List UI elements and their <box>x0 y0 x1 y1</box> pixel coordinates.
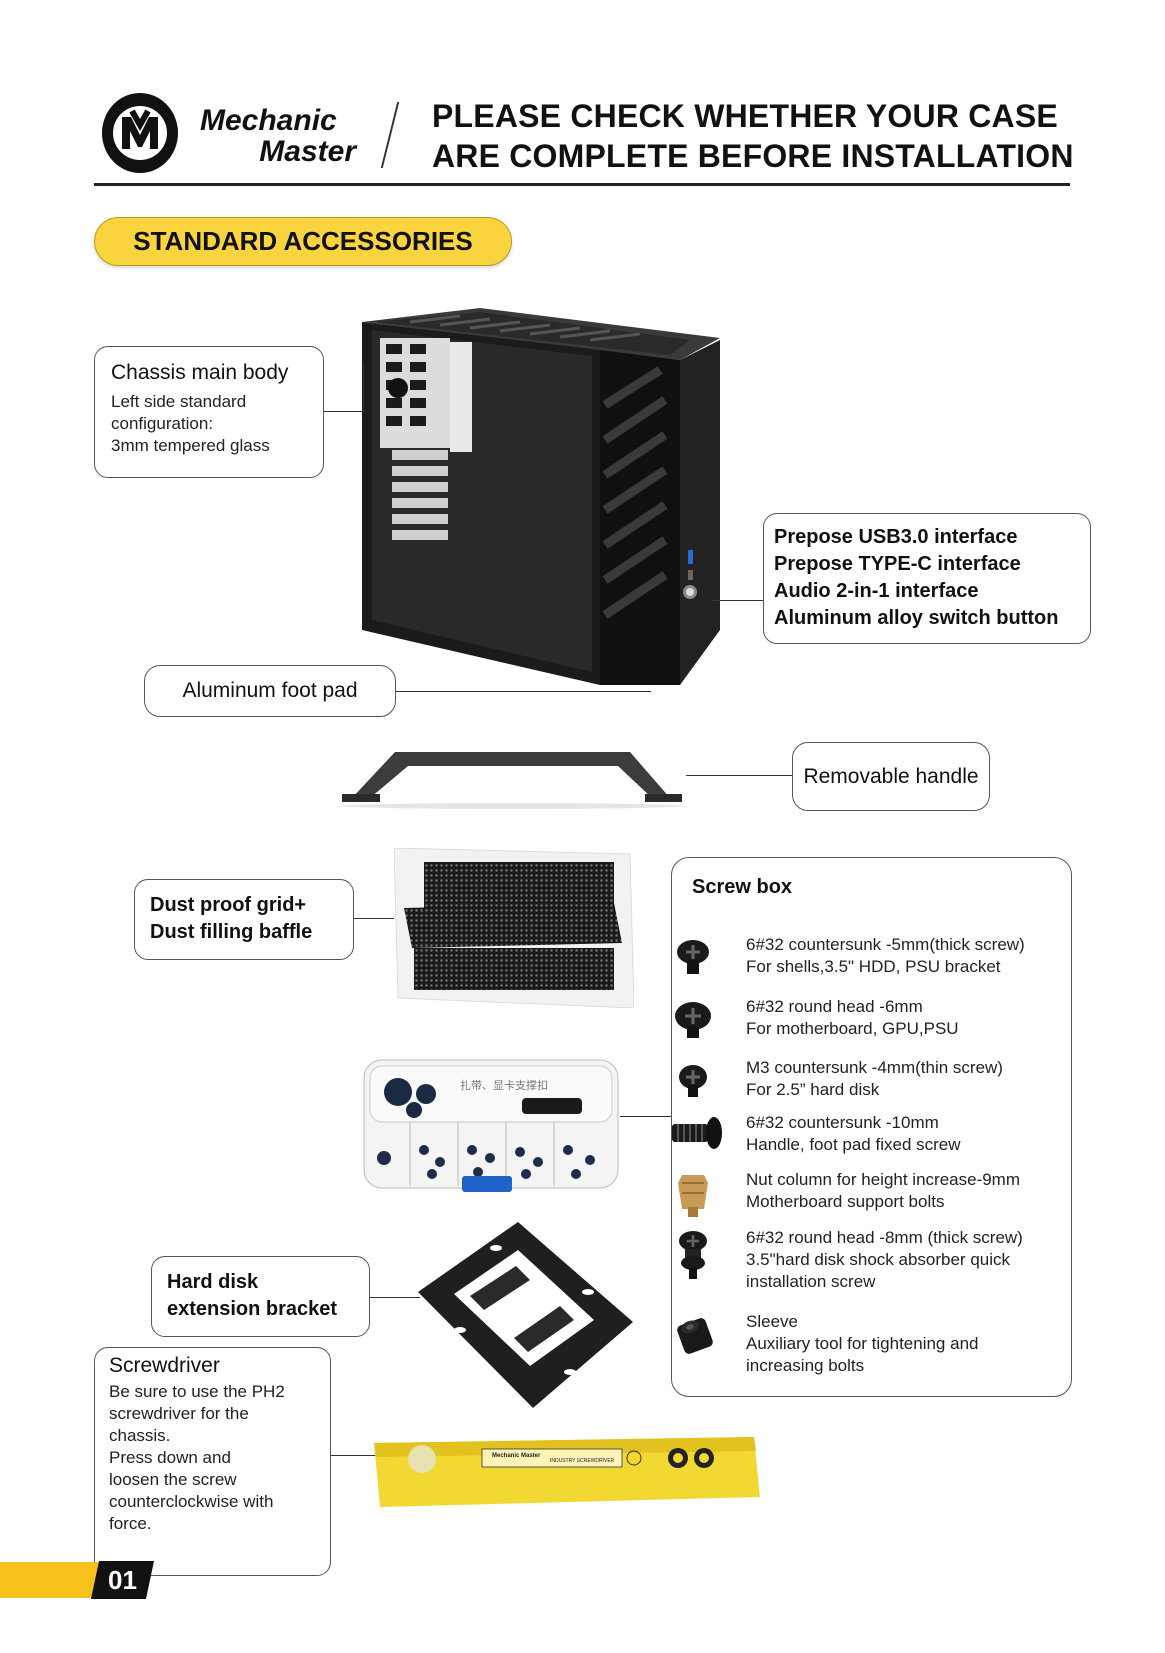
screw-item-1-name: 6#32 countersunk -5mm(thick screw) <box>746 935 1025 954</box>
dust-line-1: Dust proof grid+ <box>150 894 307 916</box>
screw-item-7-use: Auxiliary tool for tightening and <box>746 1334 979 1353</box>
hdd-bracket-line-1: Hard disk <box>167 1271 259 1293</box>
brand-logo <box>102 93 178 173</box>
section-label: STANDARD ACCESSORIES <box>133 226 473 256</box>
long-screw-icon <box>672 1117 722 1149</box>
hdd-bracket-leader <box>370 1297 420 1299</box>
screwdriver-box-image <box>374 1437 760 1509</box>
screwdriver-line-1: Be sure to use the PH2 <box>109 1382 285 1401</box>
dust-line-2: Dust filling baffle <box>150 921 313 943</box>
dust-filter-image <box>393 847 635 1009</box>
dust-leader <box>354 918 394 920</box>
hdd-bracket-image <box>418 1222 633 1410</box>
handle-illustration <box>342 752 682 809</box>
screwdriver-line-7: force. <box>109 1514 152 1533</box>
foot-pad-label: Aluminum foot pad <box>182 679 358 702</box>
screwdriver-callout: Screwdriver Be sure to use the PH2 screw… <box>94 1347 331 1576</box>
hdd-bracket-line-2: extension bracket <box>167 1298 338 1320</box>
handle-callout: Removable handle <box>792 742 990 811</box>
screw-item-7-use-2: increasing bolts <box>746 1356 865 1375</box>
dust-filter-illustration <box>393 847 635 1009</box>
header-divider <box>380 102 400 168</box>
screw-item-6-name: 6#32 round head -8mm (thick screw) <box>746 1228 1023 1247</box>
logo-m-icon <box>103 96 177 170</box>
screw-box-title: Screw box <box>692 876 793 898</box>
screw-item-4-name: 6#32 countersunk -10mm <box>746 1113 939 1132</box>
page-title: PLEASE CHECK WHETHER YOUR CASE ARE COMPL… <box>432 96 1074 176</box>
page-number-badge: 01 <box>90 1561 155 1599</box>
screw-box-illustration <box>363 1059 619 1192</box>
screwdriver-box-illustration <box>374 1437 760 1507</box>
screw-box-image <box>362 1058 620 1198</box>
screwdriver-line-6: counterclockwise with <box>109 1492 274 1511</box>
thin-countersunk-screw-icon <box>679 1065 707 1097</box>
dust-callout: Dust proof grid+ Dust filling baffle <box>134 879 354 960</box>
screwdriver-line-4: Press down and <box>109 1448 231 1467</box>
handle-image <box>340 738 685 810</box>
countersunk-screw-icon <box>677 940 709 974</box>
chassis-desc-1: Left side standard <box>111 392 247 411</box>
hdd-bracket-illustration <box>418 1222 633 1408</box>
foot-pad-leader <box>396 691 651 693</box>
title-line-1: PLEASE CHECK WHETHER YOUR CASE <box>432 98 1058 134</box>
handle-leader <box>686 775 792 777</box>
foot-pad-callout: Aluminum foot pad <box>144 665 396 717</box>
screw-item-6-use-2: installation screw <box>746 1272 876 1291</box>
screwdriver-title: Screwdriver <box>109 1354 220 1377</box>
brand-line-2: Master <box>259 135 356 168</box>
screw-item-3-name: M3 countersunk -4mm(thin screw) <box>746 1058 1003 1077</box>
header-rule <box>94 183 1070 186</box>
chassis-leader <box>324 411 364 413</box>
screw-item-4-use: Handle, foot pad fixed screw <box>746 1135 961 1154</box>
hdd-bracket-callout: Hard disk extension bracket <box>151 1256 370 1337</box>
section-heading: STANDARD ACCESSORIES <box>94 217 512 266</box>
screwdriver-line-3: chassis. <box>109 1426 171 1445</box>
screw-box-callout: Screw box <box>671 857 1072 1397</box>
screw-item-3-use: For 2.5” hard disk <box>746 1080 880 1099</box>
screwdriver-leader <box>331 1455 376 1457</box>
chassis-title: Chassis main body <box>111 361 289 384</box>
front-io-callout: Prepose USB3.0 interface Prepose TYPE-C … <box>763 513 1091 644</box>
page-number: 01 <box>108 1565 137 1595</box>
chassis-desc-3: 3mm tempered glass <box>111 436 270 455</box>
screw-item-2-name: 6#32 round head -6mm <box>746 997 923 1016</box>
screw-item-7-name: Sleeve <box>746 1312 798 1331</box>
chassis-leader-v <box>363 363 365 412</box>
screw-item-5-name: Nut column for height increase-9mm <box>746 1170 1021 1189</box>
chassis-illustration <box>362 308 720 685</box>
screwdriver-line-5: loosen the screw <box>109 1470 237 1489</box>
chassis-callout: Chassis main body Left side standard con… <box>94 346 324 478</box>
round-head-screw-icon <box>675 1002 711 1038</box>
shock-absorber-screw-icon <box>679 1231 707 1279</box>
screw-item-6-use: 3.5"hard disk shock absorber quick <box>746 1250 1011 1269</box>
title-line-2: ARE COMPLETE BEFORE INSTALLATION <box>432 138 1074 174</box>
front-io-line-2: Prepose TYPE-C interface <box>774 553 1021 575</box>
front-io-line-1: Prepose USB3.0 interface <box>774 526 1018 548</box>
brand-name: Mechanic Master <box>196 105 356 167</box>
screw-box-leader <box>620 1116 671 1118</box>
screw-item-5-use: Motherboard support bolts <box>746 1192 945 1211</box>
screw-item-1-use: For shells,3.5" HDD, PSU bracket <box>746 957 1001 976</box>
front-io-line-4: Aluminum alloy switch button <box>774 607 1059 629</box>
handle-label: Removable handle <box>803 764 979 788</box>
screw-box-lid-label: 扎带、显卡支撑扣 <box>460 1079 548 1092</box>
screw-item-2-use: For motherboard, GPU,PSU <box>746 1019 959 1038</box>
front-io-line-3: Audio 2-in-1 interface <box>774 580 979 602</box>
screwdriver-box-text: INDUSTRY SCREWDRIVER <box>550 1458 615 1464</box>
front-io-leader <box>712 600 763 602</box>
screwdriver-box-brand: Mechanic Master <box>492 1453 541 1459</box>
sleeve-icon <box>677 1318 713 1354</box>
chassis-desc-2: configuration: <box>111 414 214 433</box>
chassis-image <box>350 300 740 700</box>
brand-line-1: Mechanic <box>200 104 337 137</box>
brass-standoff-icon <box>678 1175 708 1217</box>
screwdriver-line-2: screwdriver for the <box>109 1404 249 1423</box>
